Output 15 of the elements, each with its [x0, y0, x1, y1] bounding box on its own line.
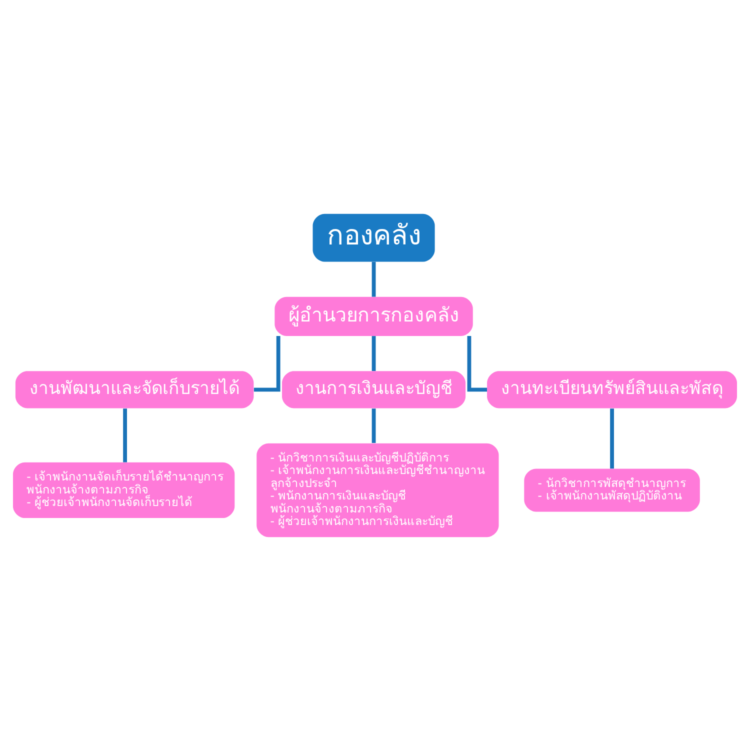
connector	[467, 336, 488, 392]
connector	[123, 408, 127, 462]
node-box: - เจ้าพนักงานจัดเก็บรายได้ชำนาญการ พนักงานจ้างตามภารกิจ - ผู้ช่วยเจ้าพนักงานจัดเก็บรายได้	[13, 462, 235, 518]
connector	[372, 336, 376, 370]
node-box: งานการเงินและบัญชี	[282, 370, 466, 408]
connector	[254, 336, 280, 392]
node-box: - นักวิชาการพัสดุชำนาญการ - เจ้าพนักงานพัสดุปฏิบัติงาน	[524, 468, 700, 512]
node-box: - นักวิชาการเงินและบัญชีปฏิบัติการ - เจ้าพนักงานการเงินและบัญชีชำนาญงาน ลูกจ้างประจำ - พนักงานการเงินและบัญชี พนักงานจ้างตามภารกิจ - ผู้ช่วยเจ้าพนักงานการเงินและบัญชี	[256, 442, 499, 537]
node-box: กองคลัง	[312, 213, 435, 262]
node-box: ผู้อำนวยการกองคลัง	[274, 296, 473, 336]
node-box: งานทะเบียนทรัพย์สินและพัสดุ	[487, 370, 737, 408]
connector	[372, 261, 376, 296]
connector	[610, 408, 614, 468]
connector	[372, 408, 376, 442]
node-box: งานพัฒนาและจัดเก็บรายได้	[15, 370, 254, 408]
